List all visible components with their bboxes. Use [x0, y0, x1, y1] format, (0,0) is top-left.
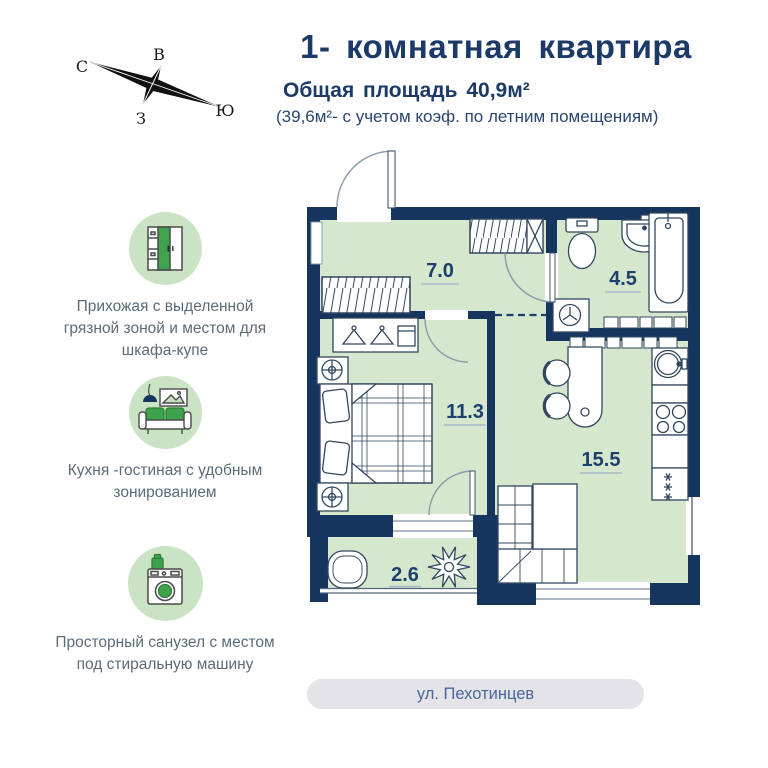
door-swings	[336, 150, 556, 516]
room-area-balcony: 2.6	[391, 564, 419, 586]
sofa-icon	[128, 376, 202, 449]
nightstand	[316, 482, 349, 512]
feature-list: Прихожая с выделенной грязной зоной и ме…	[50, 212, 280, 676]
entrance-door	[387, 150, 396, 209]
feature-item-kitchen-living: Кухня -гостиная с удобным зонированием	[50, 376, 280, 504]
washing-machine-icon	[127, 546, 203, 621]
street-badge: ул. Пехотинцев	[307, 679, 644, 709]
balcony-glazing	[320, 588, 477, 593]
room-labels: 7.0 4.5 11.3 15.5 2.6	[389, 260, 641, 588]
coffee-table	[532, 483, 578, 550]
kitchen-sink-icon	[651, 347, 689, 386]
balcony-window	[393, 514, 473, 538]
counter	[651, 434, 689, 469]
kitchen-window	[536, 582, 650, 606]
washing-machine-plan-icon	[552, 298, 590, 333]
total-area-subtitle: Общая площадь 40,9м²	[283, 79, 530, 102]
entry-closet	[321, 276, 411, 314]
room-area-hallway: 7.0	[426, 260, 454, 282]
compass-north-label: С	[76, 57, 88, 76]
bedroom-door-swing	[424, 318, 469, 363]
fridge-icon	[651, 467, 689, 502]
stove-icon	[651, 402, 689, 436]
balcony-door	[469, 470, 476, 516]
area-note: (39,6м²- с учетом коэф. по летним помеще…	[276, 107, 659, 126]
plant-icon	[427, 546, 471, 588]
bar-counter	[567, 346, 603, 428]
feature-label: Просторный санузел с местом под стиральн…	[55, 634, 275, 673]
room-area-bathroom: 4.5	[609, 268, 637, 290]
bathtub-icon	[648, 212, 689, 313]
feature-label: Кухня -гостиная с удобным зонированием	[67, 462, 263, 501]
compass-rose-icon: С В Ю З	[76, 45, 235, 128]
wardrobe-icon	[128, 212, 202, 285]
counter	[651, 384, 689, 404]
bathroom-door	[549, 252, 556, 303]
compass-west-label: З	[136, 109, 146, 128]
feature-item-hallway: Прихожая с выделенной грязной зоной и ме…	[50, 212, 280, 362]
nightstand	[316, 356, 349, 385]
bed	[319, 383, 433, 484]
compass-east-label: В	[153, 45, 165, 64]
coat-rack	[332, 317, 419, 353]
toilet-icon	[565, 217, 599, 270]
feature-item-bathroom: Просторный санузел с местом под стиральн…	[50, 546, 280, 676]
bar-stool	[542, 359, 571, 420]
bathroom-cabinets	[603, 316, 687, 329]
feature-label: Прихожая с выделенной грязной зоной и ме…	[63, 298, 267, 359]
room-area-kitchen-living: 15.5	[582, 449, 621, 471]
side-window	[686, 497, 702, 555]
page-title: 1- комнатная квартира	[300, 28, 692, 65]
sofa	[497, 485, 578, 584]
floor-plan: 7.0 4.5 11.3 15.5 2.6	[307, 150, 702, 606]
armchair	[327, 550, 368, 589]
compass-south-label: Ю	[215, 101, 234, 120]
room-area-bedroom: 11.3	[446, 401, 484, 423]
hallway-wardrobe	[469, 218, 544, 254]
